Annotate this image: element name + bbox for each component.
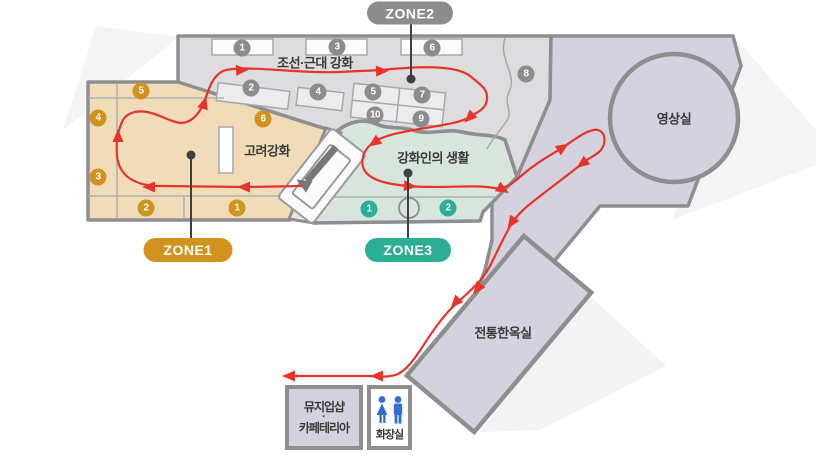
zone2-marker: 10 [366,106,384,124]
zone1-callout-dot [186,150,196,160]
zone1-marker: 4 [89,109,107,127]
woman-icon [376,396,387,423]
restroom-box: 화장실 [367,385,412,450]
museum-shop-cafeteria-box: 뮤지업샵 · 카페테리아 [285,385,363,450]
zone3-callout-dot [403,168,413,178]
entry-arrow [296,179,313,193]
zone1-marker: 2 [137,199,155,217]
zone2-marker: 1 [233,39,251,57]
zone1-marker: 1 [228,199,246,217]
visitor-route-line [115,66,606,378]
zone1-callout-line [190,155,192,239]
zone2-marker: 5 [364,83,382,101]
zone2-marker: 3 [328,38,346,56]
zone1-marker: 6 [254,110,272,128]
zone3-callout-line [407,173,409,239]
video-room-label: 영상실 [656,111,692,127]
zone2-callout-dot [406,74,416,84]
zone1-marker: 3 [89,168,107,186]
hanok-room-label: 전통한옥실 [474,325,532,341]
zone2-marker: 2 [242,79,260,97]
zone2-badge: ZONE2 [367,1,453,25]
zone2-marker: 6 [423,39,441,57]
zone2-marker: 4 [309,83,327,101]
zone3-marker: 2 [439,199,457,217]
zone3-hall-label: 강화인의 생활 [397,150,469,166]
zone1-hall-label: 고려강화 [244,143,290,159]
route-arrows [112,64,591,382]
zone2-marker: 8 [517,65,535,83]
curved-partition-wall [486,37,513,150]
zone1-badge: ZONE1 [143,238,233,262]
hanok-room-shape [403,232,595,436]
man-icon [393,396,402,424]
zone2-marker: 7 [413,86,431,104]
video-room-shape [607,51,741,185]
museum-shop-label: 뮤지업샵 [303,400,345,414]
restroom-label: 화장실 [375,429,404,441]
zone3-marker: 1 [360,200,378,218]
zone3-badge: ZONE3 [365,238,451,262]
zone1-marker: 5 [132,82,150,100]
zone2-hall-label: 조선·근대 강화 [277,55,353,71]
shop-separator-dot: · [322,411,326,423]
restroom-icon [376,396,402,424]
zone2-callout-line [410,24,412,78]
zone2-marker: 9 [412,110,430,128]
cafeteria-label: 카페테리아 [298,421,350,435]
entrance-structure [278,128,366,224]
